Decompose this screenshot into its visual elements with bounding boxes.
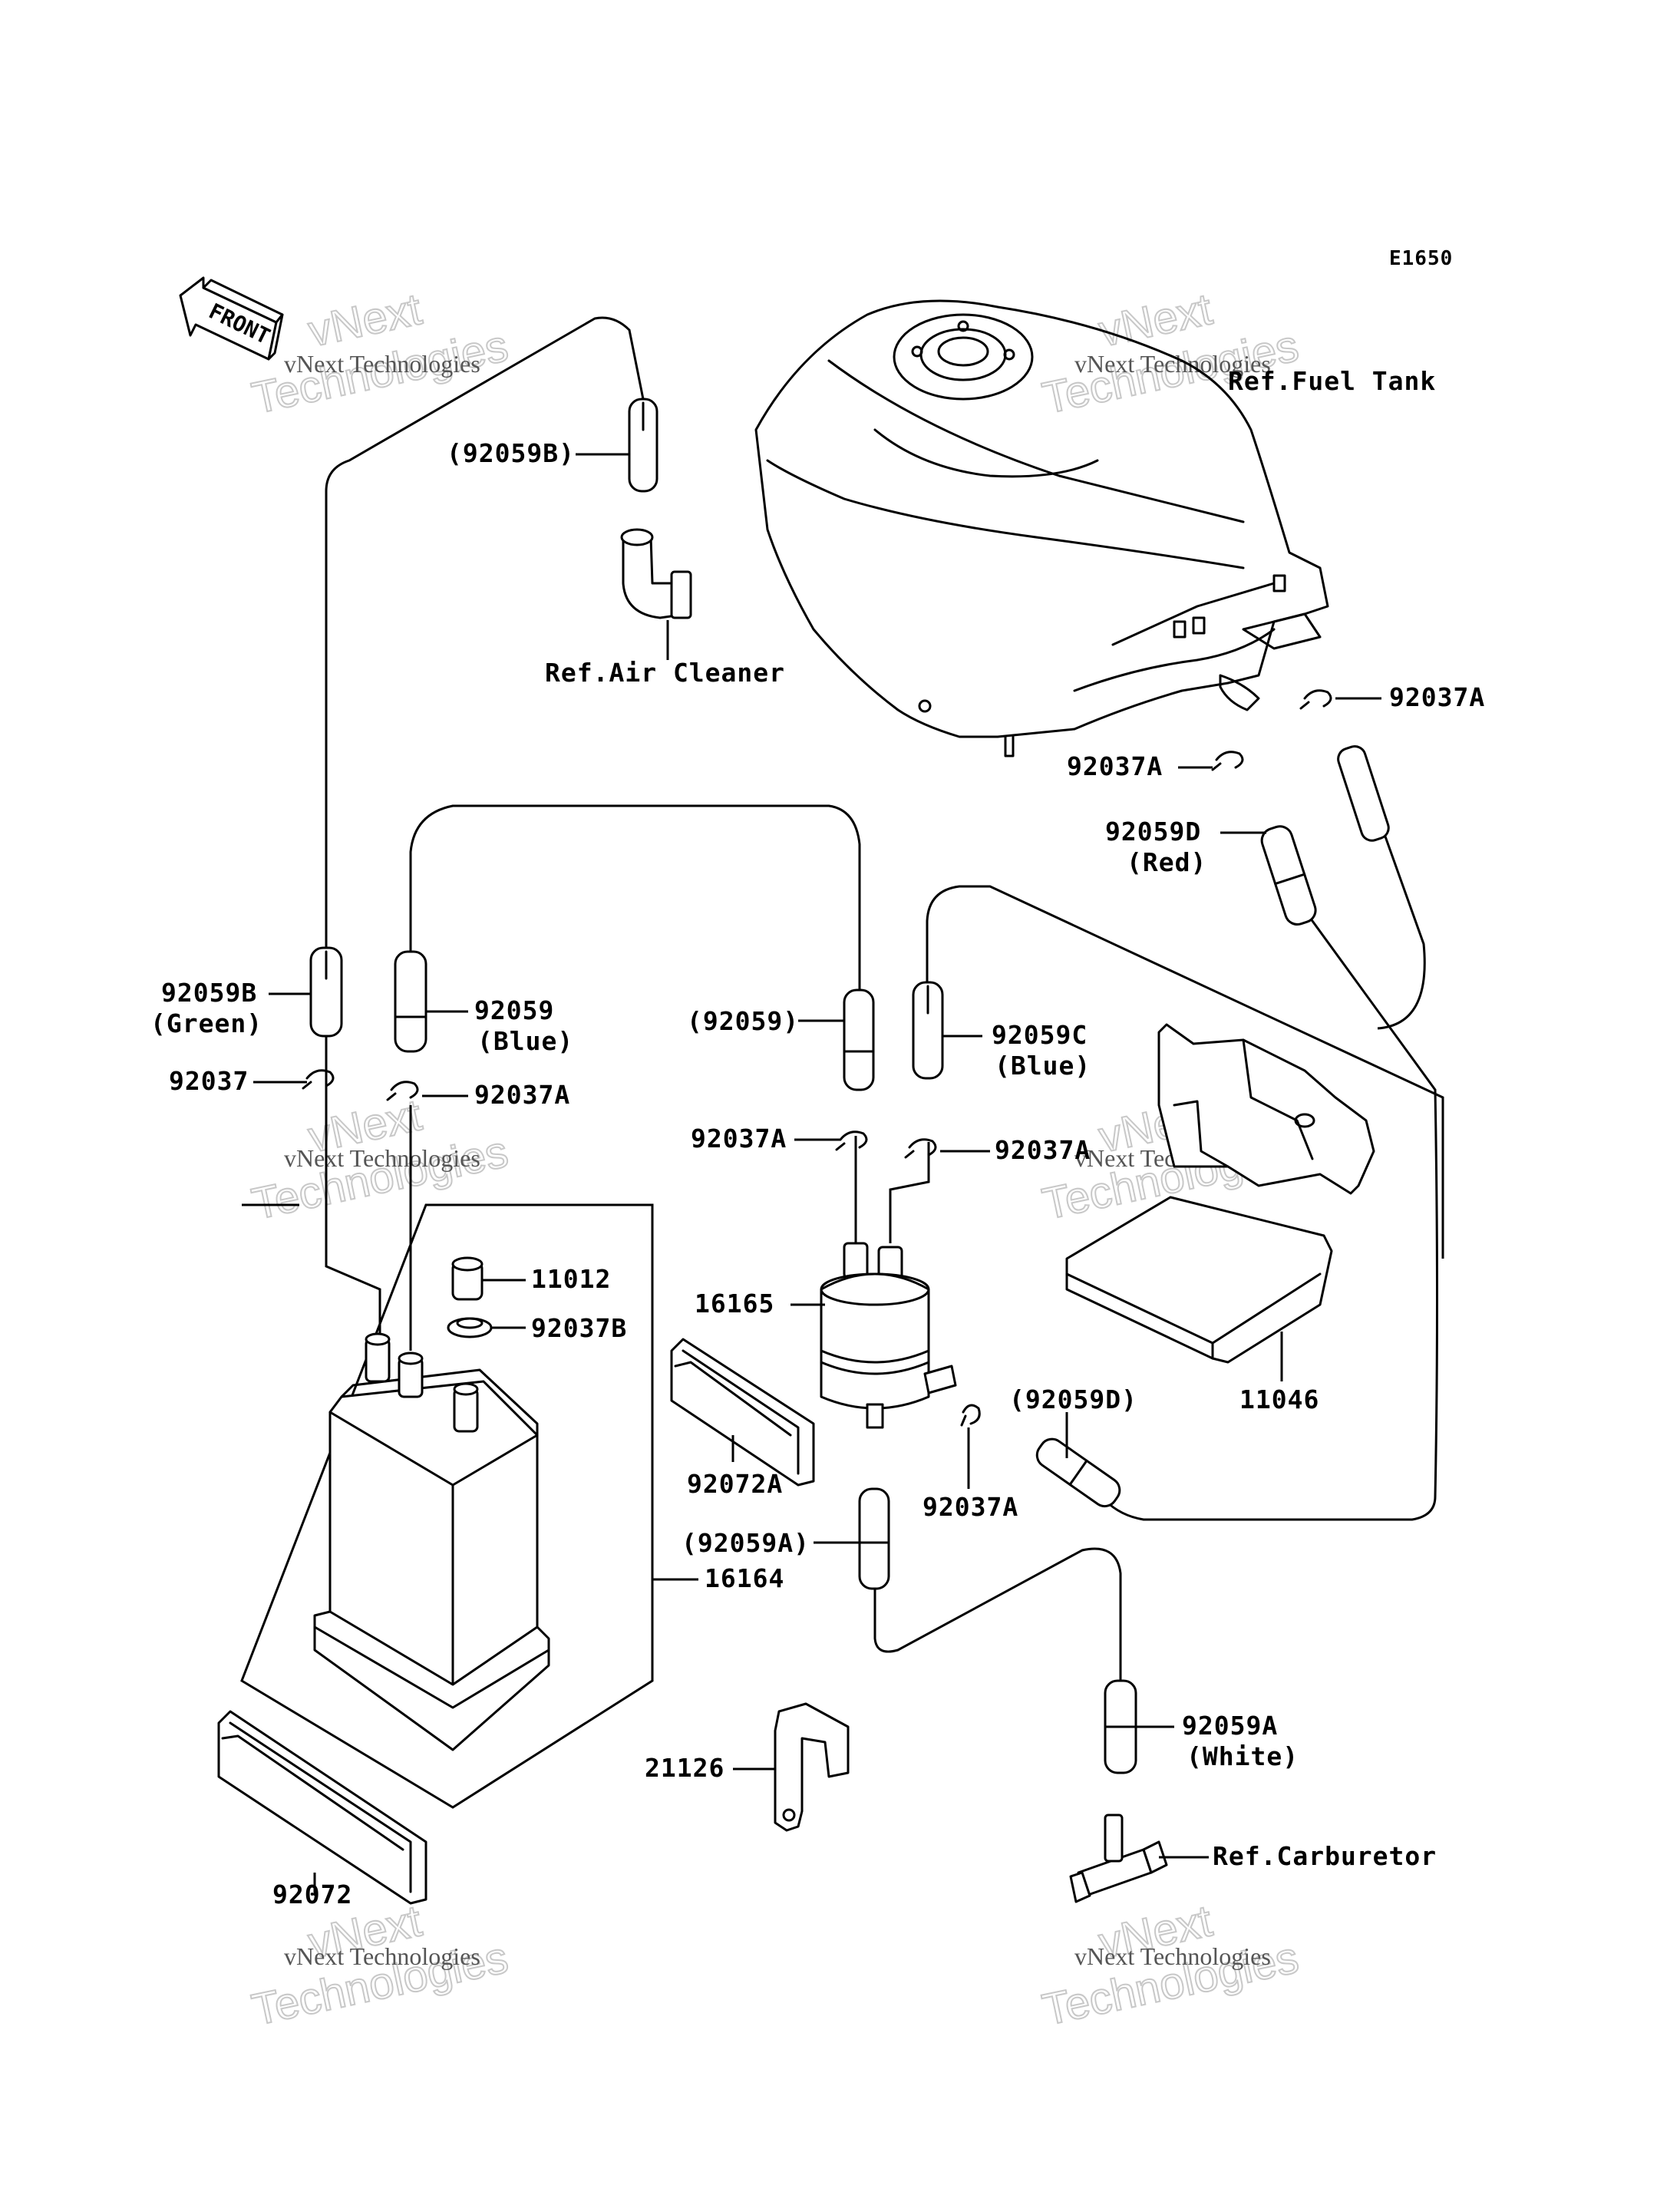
label-92059d-paren: (92059D): [1009, 1384, 1137, 1414]
label-blue-2: (Blue): [995, 1051, 1091, 1081]
diagram-code: E1650: [1389, 247, 1453, 270]
label-92037a-lower: 92037A: [923, 1492, 1018, 1522]
clip-icon: [904, 1138, 937, 1159]
clip-icon: [1211, 751, 1244, 771]
clip-icon: [302, 1069, 335, 1090]
label-16164: 16164: [705, 1563, 784, 1593]
front-arrow-icon: FRONT: [179, 276, 284, 361]
label-21126: 21126: [645, 1753, 724, 1783]
air-cleaner-elbow: [620, 528, 692, 619]
label-ref-air-cleaner: Ref.Air Cleaner: [545, 658, 785, 688]
label-92059c: 92059C: [992, 1020, 1088, 1050]
leader-lines: [253, 453, 1381, 1896]
strap-92072: [217, 1710, 427, 1905]
clips: [302, 689, 1332, 1427]
hose-piece-92059c: [912, 981, 944, 1080]
label-92037b: 92037B: [531, 1313, 627, 1343]
label-11012: 11012: [531, 1264, 611, 1294]
hose-piece-tank-vent: [1337, 745, 1390, 842]
bracket-21126: [774, 1702, 850, 1832]
hoses: [325, 316, 1444, 1681]
carburetor-fitting: [1069, 1814, 1168, 1903]
label-11046: 11046: [1239, 1384, 1319, 1414]
clip-icon: [835, 1130, 868, 1151]
label-white: (White): [1187, 1741, 1299, 1771]
fuel-filter-16165: [820, 1242, 957, 1429]
label-ref-fuel-tank: Ref.Fuel Tank: [1228, 366, 1436, 396]
label-92059-blue: 92059: [474, 995, 554, 1025]
watermark-text: vNext Technologies: [284, 350, 480, 378]
hose-piece-92059d-red: [1260, 825, 1317, 926]
label-92037a-tank-right: 92037A: [1389, 682, 1485, 712]
canister-16164: [313, 1332, 550, 1751]
watermark-text: vNext Technologies: [284, 1144, 480, 1172]
watermark-text: vNext Technologies: [1074, 350, 1271, 378]
hose-piece-92059a-center: [858, 1487, 890, 1590]
watermark-text: vNext Technologies: [284, 1942, 480, 1970]
label-green: (Green): [150, 1008, 262, 1038]
label-92059d-red: 92059D: [1105, 817, 1201, 847]
label-ref-carburetor: Ref.Carburetor: [1213, 1841, 1437, 1871]
label-16165: 16165: [695, 1289, 774, 1318]
label-92059b-top: (92059B): [447, 438, 575, 468]
label-92072a: 92072A: [687, 1469, 783, 1499]
strap-92072a: [670, 1338, 815, 1487]
label-red: (Red): [1127, 847, 1206, 877]
fuel-tank: [754, 299, 1329, 757]
label-92059b-green: 92059B: [161, 978, 257, 1008]
canister-group-outline: [240, 1203, 654, 1809]
clamp-92037b: [447, 1317, 493, 1338]
cap-11012: [451, 1256, 484, 1301]
clip-icon: [960, 1404, 981, 1427]
bracket-11046: [1065, 1023, 1375, 1364]
hose-piece-92059b-top: [628, 398, 658, 493]
label-92037a-center-left: 92037A: [691, 1124, 787, 1153]
label-92059a-paren: (92059A): [682, 1528, 810, 1558]
watermark-text: vNext Technologies: [1074, 1942, 1271, 1970]
label-92037a-tank-mid: 92037A: [1067, 751, 1163, 781]
hose-piece-92059-center: [843, 988, 875, 1091]
label-92037a-left: 92037A: [474, 1080, 570, 1110]
label-92037a-center-right: 92037A: [995, 1135, 1091, 1165]
part-labels: Ref.Fuel Tank (92059B) Ref.Air Cleaner 9…: [150, 366, 1485, 1909]
label-92059a: 92059A: [1182, 1711, 1278, 1741]
label-92072: 92072: [272, 1880, 352, 1909]
label-92059-paren: (92059): [687, 1006, 799, 1036]
clip-icon: [1299, 689, 1332, 710]
label-92037-left: 92037: [169, 1066, 249, 1096]
label-blue-1: (Blue): [477, 1026, 573, 1056]
hose-piece-92059-blue: [394, 950, 427, 1053]
clip-icon: [386, 1081, 419, 1101]
hose-pieces: [309, 398, 1390, 1774]
hose-piece-92059b-green: [309, 946, 343, 1038]
